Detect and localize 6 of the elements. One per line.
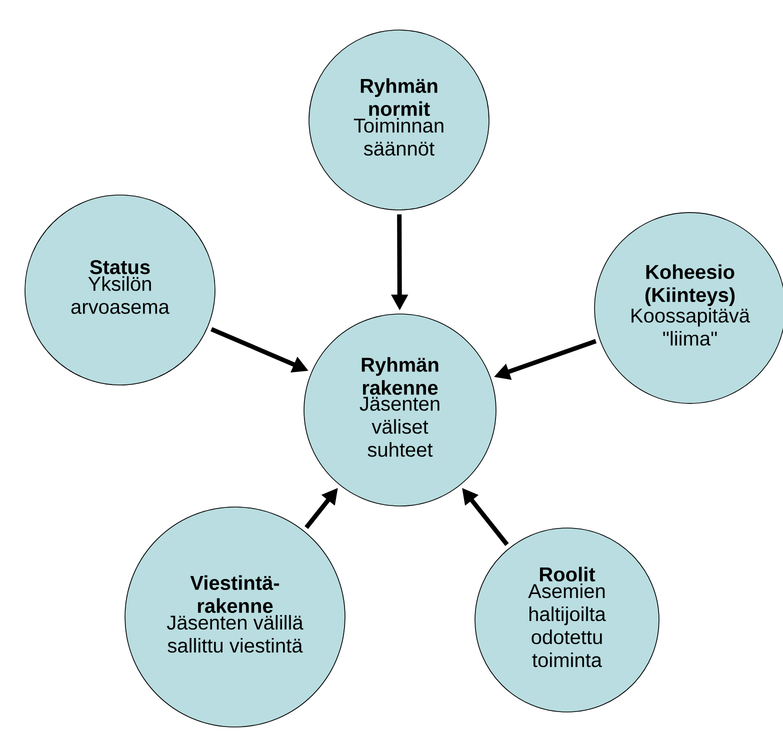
circle-node: Roolit Asemien haltijoilta odotettu toiminta bbox=[474, 528, 660, 712]
circle-node: Viestintä-rakenne Jäsenten välillä sallittu viestintä bbox=[124, 506, 346, 728]
circle-node: Ryhmän rakenne Jäsenten väliset suhteet bbox=[304, 314, 496, 506]
circle-node: Status Yksilön arvoasema bbox=[24, 194, 216, 386]
circle-node: Ryhmän normit Toiminnan säännöt bbox=[308, 30, 490, 210]
circle-node: Koheesio (Kiinteys) Koossapitävä "liima" bbox=[594, 212, 783, 404]
